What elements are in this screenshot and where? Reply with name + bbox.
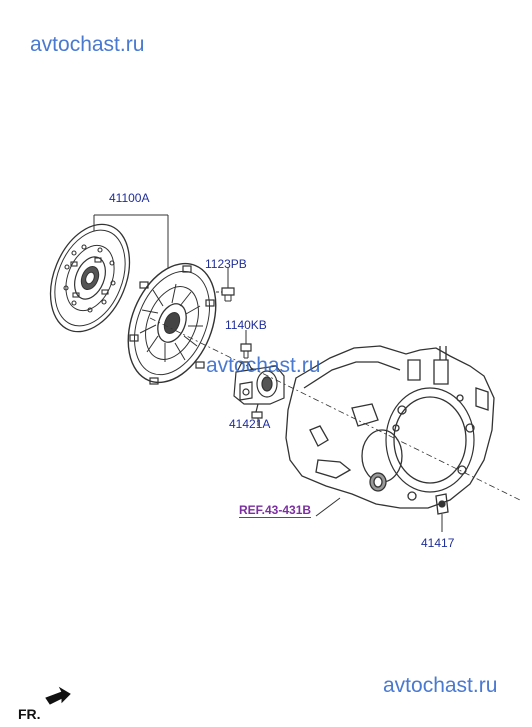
leader-41100A [93, 214, 169, 268]
bolt-1123PB [216, 274, 235, 302]
label-ref-43-431B[interactable]: REF.43-431B [239, 503, 312, 518]
bolt-1140KB [240, 332, 252, 359]
label-1123PB[interactable]: 1123PB [205, 257, 247, 271]
clutch-disc [49, 223, 131, 333]
pressure-plate [127, 262, 217, 385]
release-cylinder [233, 361, 285, 419]
transmission-housing [285, 345, 495, 509]
watermark-middle: avtochast.ru [206, 354, 321, 377]
front-arrow-icon [45, 686, 71, 705]
watermark-bottom: avtochast.ru [383, 674, 498, 697]
watermark-top: avtochast.ru [30, 33, 145, 56]
center-axis-line [149, 317, 521, 501]
label-41100A[interactable]: 41100A [109, 191, 150, 205]
leader-ref [315, 497, 341, 517]
label-1140KB[interactable]: 1140KB [225, 318, 267, 332]
orientation-label: FR. [18, 706, 41, 722]
plug-41417 [435, 493, 449, 515]
label-41421A[interactable]: 41421A [229, 417, 271, 431]
label-41417[interactable]: 41417 [421, 536, 455, 550]
